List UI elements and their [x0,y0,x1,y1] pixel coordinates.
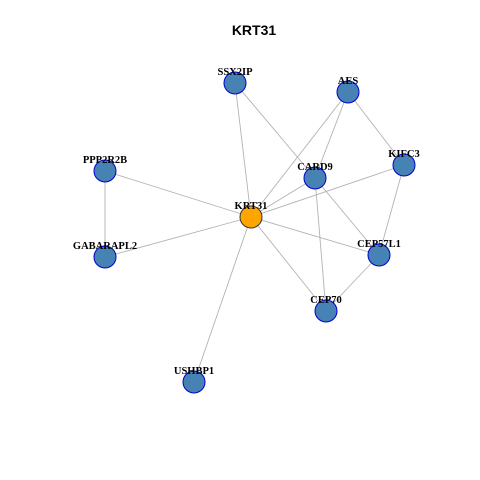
node-circle-cep57l1 [367,243,391,267]
node-aes: AES [336,76,360,104]
edges-layer [104,82,405,383]
node-cep57l1: CEP57L1 [357,239,401,267]
edge-krt31-ushbp1 [193,216,252,383]
edge-aes-card9 [314,91,349,179]
edge-krt31-kifc3 [250,164,405,218]
node-label-ushbp1: USHBP1 [174,366,214,377]
edge-aes-kifc3 [347,91,405,166]
node-ushbp1: USHBP1 [174,366,214,394]
node-label-ppp2r2b: PPP2R2B [83,155,127,166]
node-cep70: CEP70 [310,295,342,323]
node-card9: CARD9 [297,162,333,190]
node-label-cep57l1: CEP57L1 [357,239,401,250]
node-circle-kifc3 [392,153,416,177]
node-circle-ppp2r2b [93,159,117,183]
edge-krt31-aes [250,91,349,218]
node-circle-gabarapl2 [93,245,117,269]
node-label-ssx2ip: SSX2IP [217,67,253,78]
edge-krt31-cep57l1 [250,216,380,256]
edge-krt31-card9 [250,177,316,218]
node-label-krt31: KRT31 [235,201,268,212]
node-label-kifc3: KIFC3 [388,149,420,160]
node-label-card9: CARD9 [297,162,333,173]
edge-krt31-ppp2r2b [104,170,252,218]
edge-ssx2ip-card9 [234,82,316,179]
edge-krt31-ssx2ip [234,82,252,218]
node-circle-card9 [303,166,327,190]
node-ssx2ip: SSX2IP [217,67,253,95]
edge-krt31-cep70 [250,216,327,312]
node-gabarapl2: GABARAPL2 [73,241,137,269]
node-label-cep70: CEP70 [310,295,342,306]
node-krt31: KRT31 [235,201,268,229]
node-label-aes: AES [338,76,359,87]
graph-title: KRT31 [232,22,277,38]
node-circle-cep70 [314,299,338,323]
edge-cep57l1-cep70 [325,254,380,312]
edge-card9-cep70 [314,177,327,312]
node-kifc3: KIFC3 [388,149,420,177]
node-circle-aes [336,80,360,104]
edge-card9-cep57l1 [314,177,380,256]
node-ppp2r2b: PPP2R2B [83,155,127,183]
node-circle-ushbp1 [182,370,206,394]
edge-kifc3-cep57l1 [378,164,405,256]
node-circle-ssx2ip [223,71,247,95]
node-label-gabarapl2: GABARAPL2 [73,241,137,252]
edge-krt31-gabarapl2 [104,216,252,258]
node-circle-krt31 [239,205,263,229]
